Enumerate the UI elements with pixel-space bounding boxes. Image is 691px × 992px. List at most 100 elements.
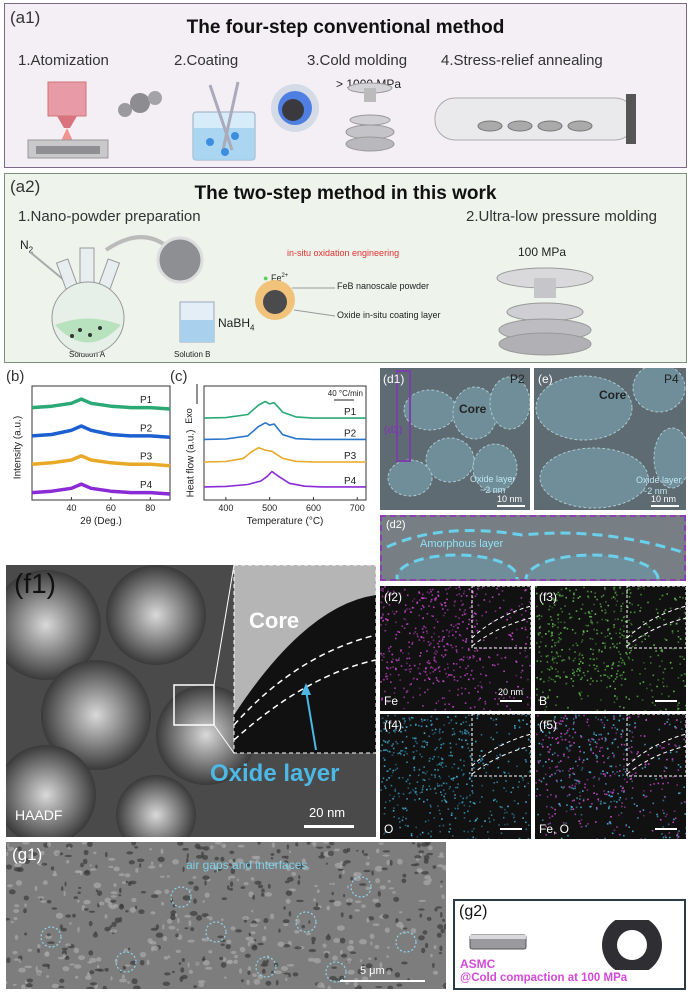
- dsc-series-p2: [203, 422, 366, 441]
- reagent-label: NaBH4: [218, 316, 255, 333]
- atomizer-illustration: [27, 81, 162, 159]
- f3-speckle: [535, 586, 686, 711]
- e-oxide-label: Oxide layer: [636, 475, 682, 485]
- tem-image-d1: [380, 368, 530, 510]
- g1-scalebar-label: 5 μm: [360, 965, 385, 977]
- d1-scalebar: [497, 505, 525, 507]
- f1-scalebar-label: 20 nm: [309, 805, 346, 820]
- dsc-series-p4: [203, 470, 366, 488]
- air-gap-marker: [295, 911, 317, 933]
- d1-thickness: ~2 nm: [480, 485, 506, 495]
- step-annealing: 4.Stress-relief annealing: [441, 52, 603, 69]
- f5-scalebar: [655, 828, 677, 830]
- air-gap-marker: [170, 886, 192, 908]
- e-sample: P4: [664, 372, 679, 386]
- tem-image-e: [534, 368, 686, 510]
- xrd-xtick-label: 80: [145, 503, 155, 513]
- eds-map-o: [380, 714, 531, 839]
- fe-ion-label: ● Fe2+: [263, 273, 289, 283]
- panel-f1-tag: (f1): [14, 568, 56, 599]
- dsc-xtick-label: 600: [306, 503, 321, 513]
- step-coating: 2.Coating: [174, 52, 239, 69]
- dsc-series-label-p3: P3: [344, 451, 357, 462]
- xrd-series-p1: [31, 397, 171, 411]
- gas-label: N2: [20, 238, 34, 255]
- f3-scalebar: [655, 700, 677, 702]
- dsc-series-p3: [203, 446, 366, 463]
- tem-e-particles: [535, 368, 686, 509]
- powder-label: FeB nanoscale powder: [337, 281, 430, 291]
- f2-scalebar: [500, 700, 522, 702]
- f2-inset-frame: [471, 586, 531, 649]
- beaker-b-illustration: [179, 301, 215, 343]
- f2-inset-line-2: [471, 617, 531, 647]
- air-gap-marker: [115, 951, 137, 973]
- d1-sample: P2: [510, 372, 525, 386]
- dsc-xtick-label: 500: [262, 503, 277, 513]
- air-gap-marker: [205, 921, 227, 943]
- cold-press-illustration: [345, 82, 395, 152]
- panel-a1-title: The four-step conventional method: [186, 17, 505, 38]
- f1-mode-label: HAADF: [15, 807, 63, 823]
- panel-a1-tag: (a1): [10, 8, 41, 27]
- panel-f5-tag: (f5): [539, 718, 557, 732]
- f2-element: Fe: [384, 694, 399, 708]
- tem-d1-particles: [387, 370, 530, 497]
- g2-samples: [469, 920, 662, 970]
- solution-a-label: Solution A: [69, 350, 106, 359]
- xrd-plot-frame: [31, 385, 171, 501]
- solution-b-label: Solution B: [174, 350, 211, 359]
- xrd-series-label-p4: P4: [140, 480, 153, 491]
- panel-g1-tag: (g1): [12, 845, 43, 864]
- f5-inset-line-2: [626, 745, 686, 775]
- sem-image-g1: [6, 842, 446, 989]
- a1-illustrations: [27, 81, 636, 161]
- haadf-image-f1: [6, 565, 376, 837]
- step-cold-molding: 3.Cold molding: [307, 52, 408, 69]
- dsc-series-label-p4: P4: [344, 476, 357, 487]
- f4-inset-line-2: [471, 745, 531, 775]
- panel-f2-tag: (f2): [384, 590, 402, 604]
- coating-layer-label: Oxide in-situ coating layer: [337, 310, 441, 320]
- air-gap-marker: [395, 931, 417, 953]
- d1-inset-label: (d2): [384, 425, 403, 436]
- panel-b-tag: (b): [6, 368, 25, 385]
- panel-c-tag: (c): [170, 368, 188, 385]
- panel-a2-tag: (a2): [10, 177, 41, 196]
- air-gaps-label: air gaps and interfaces: [186, 858, 308, 872]
- panel-d2-tag: (d2): [386, 519, 406, 531]
- f1-oxide-label: Oxide layer: [210, 760, 340, 787]
- f1-core-label: Core: [249, 608, 300, 633]
- step-atomization: 1.Atomization: [18, 52, 109, 69]
- d1-core-label: Core: [459, 402, 487, 416]
- step-ultra-low-molding: 2.Ultra-low pressure molding: [466, 208, 657, 225]
- g2-asmc-label: ASMC: [460, 957, 496, 971]
- tem-d2-layer: [386, 529, 683, 579]
- mold-illustration: [496, 267, 594, 356]
- dsc-series-label-p2: P2: [344, 428, 357, 439]
- f3-inset-frame: [626, 586, 686, 649]
- f5-inset-frame: [626, 714, 686, 777]
- xrd-xtick-label: 60: [106, 503, 116, 513]
- dsc-series-p1: [203, 400, 366, 419]
- f2-inset-line-1: [471, 605, 531, 639]
- f3-element: B: [539, 694, 548, 708]
- panel-f3-tag: (f3): [539, 590, 557, 604]
- xrd-xtick-label: 40: [66, 503, 76, 513]
- dsc-xlabel: Temperature (°C): [247, 516, 324, 527]
- flask-illustration: [29, 235, 204, 355]
- e-scalebar: [651, 505, 679, 507]
- a2-illustrations: [29, 235, 594, 356]
- e-core-label: Core: [599, 388, 627, 402]
- eds-map-fe: [380, 586, 531, 711]
- f5-element: Fe, O: [539, 822, 570, 836]
- e-scalebar-label: 10 nm: [651, 494, 677, 504]
- air-gap-marker: [40, 926, 62, 948]
- dsc-series-label-p1: P1: [344, 407, 357, 418]
- xrd-series-p3: [31, 454, 171, 468]
- f4-speckle: [380, 714, 531, 839]
- xrd-series-p2: [31, 424, 171, 440]
- dsc-rate-label: 40 °C/min: [328, 389, 363, 398]
- g1-scalebar: [340, 980, 425, 982]
